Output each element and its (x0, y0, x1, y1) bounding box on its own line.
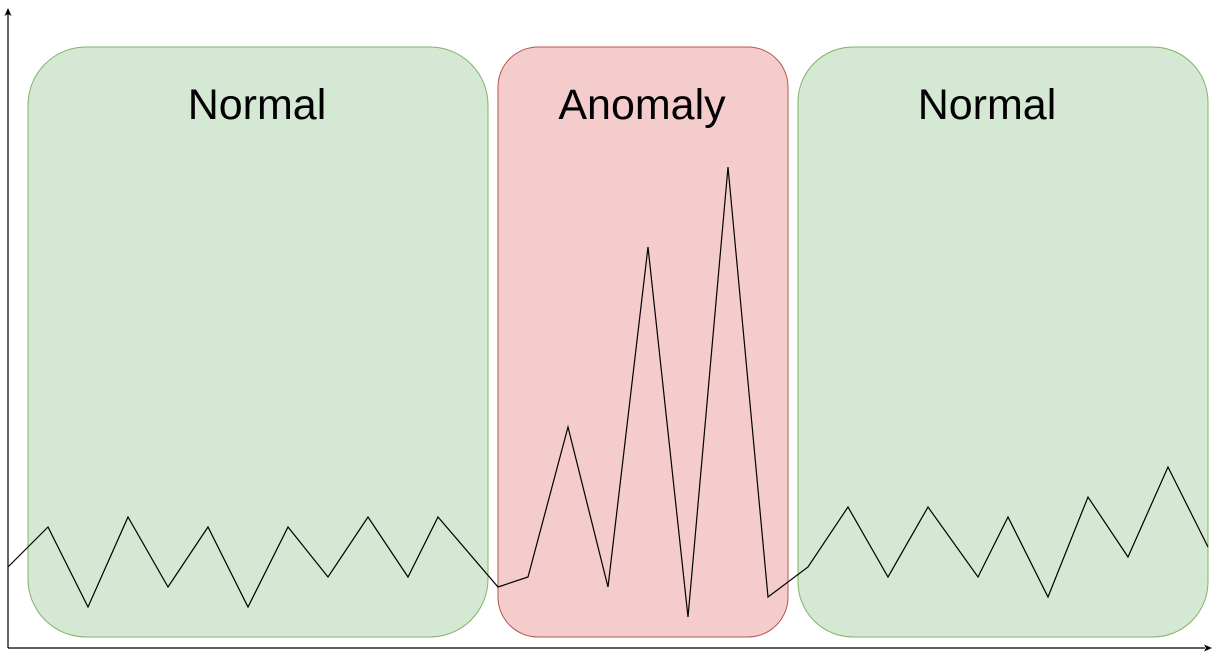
region-normal-right (797, 46, 1209, 638)
region-anomaly (497, 46, 789, 638)
arrow-right-icon (1204, 644, 1212, 652)
signal-line (7, 166, 1209, 618)
region-normal-left (27, 46, 489, 638)
region-label-anomaly: Anomaly (558, 81, 726, 129)
region-label-normal-left: Normal (188, 81, 327, 129)
region-label-normal-right: Normal (918, 81, 1057, 129)
arrow-up-icon (4, 8, 12, 16)
